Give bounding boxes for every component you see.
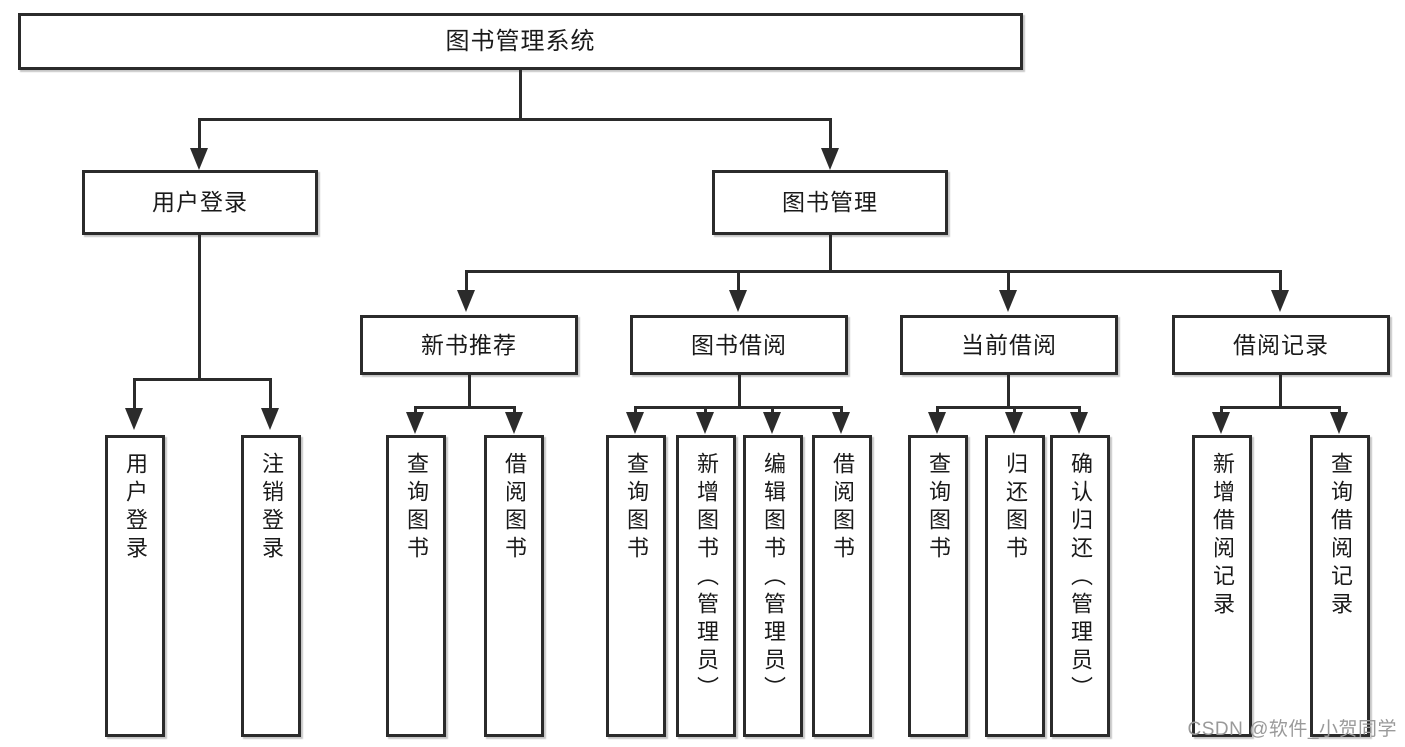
leaf-return-book[interactable]: 归还图书 xyxy=(985,435,1045,737)
leaf-query-book-borrow[interactable]: 查询图书 xyxy=(606,435,666,737)
node-label: 图书管理 xyxy=(782,189,878,216)
arrowhead-leaf-query-record xyxy=(1330,412,1348,434)
arrowhead-book-manage xyxy=(821,148,839,170)
arrowhead-leaf-edit-book xyxy=(763,412,781,434)
arrowhead-leaf-borrow-book-b xyxy=(832,412,850,434)
node-label: 借阅图书 xyxy=(830,452,855,564)
arrowhead-leaf-borrow-book-a xyxy=(505,412,523,434)
connector-user-login-stem xyxy=(198,235,201,380)
connector-book-borrow-stem xyxy=(738,375,741,408)
leaf-borrow-book-recommend[interactable]: 借阅图书 xyxy=(484,435,544,737)
leaf-add-book-admin[interactable]: 新增图书（管理员） xyxy=(676,435,736,737)
connector-new-book-rec-stem xyxy=(468,375,471,408)
node-label: 新增图书（管理员） xyxy=(694,452,719,704)
connector-book-manage-stem xyxy=(829,235,832,272)
node-label: 注销登录 xyxy=(259,452,284,564)
leaf-query-book-recommend[interactable]: 查询图书 xyxy=(386,435,446,737)
arrowhead-user-login xyxy=(190,148,208,170)
node-book-borrow[interactable]: 图书借阅 xyxy=(630,315,848,375)
connector-drop-leaf-user-login xyxy=(133,378,136,410)
node-label: 查询借阅记录 xyxy=(1328,452,1353,620)
node-label: 用户登录 xyxy=(123,452,148,564)
arrowhead-leaf-query-book-b xyxy=(626,412,644,434)
arrowhead-leaf-query-book-c xyxy=(928,412,946,434)
arrowhead-leaf-user-login xyxy=(125,408,143,430)
node-root-system[interactable]: 图书管理系统 xyxy=(18,13,1023,70)
connector-drop-leaf-logout xyxy=(269,378,272,410)
connector-drop-book-manage xyxy=(829,118,832,150)
connector-level2-bus xyxy=(198,118,830,121)
leaf-add-borrow-record[interactable]: 新增借阅记录 xyxy=(1192,435,1252,737)
leaf-confirm-return-admin[interactable]: 确认归还（管理员） xyxy=(1050,435,1110,737)
connector-drop-user-login xyxy=(198,118,201,150)
leaf-query-borrow-record[interactable]: 查询借阅记录 xyxy=(1310,435,1370,737)
leaf-query-book-current[interactable]: 查询图书 xyxy=(908,435,968,737)
node-label: 查询图书 xyxy=(404,452,429,564)
node-user-login[interactable]: 用户登录 xyxy=(82,170,318,235)
arrowhead-current-borrow xyxy=(999,290,1017,312)
node-label: 查询图书 xyxy=(926,452,951,564)
leaf-user-login[interactable]: 用户登录 xyxy=(105,435,165,737)
arrowhead-book-borrow xyxy=(729,290,747,312)
node-label: 编辑图书（管理员） xyxy=(761,452,786,704)
arrowhead-leaf-query-book-a xyxy=(406,412,424,434)
node-new-book-recommend[interactable]: 新书推荐 xyxy=(360,315,578,375)
arrowhead-borrow-record xyxy=(1271,290,1289,312)
connector-new-book-rec-bus xyxy=(414,406,516,409)
arrowhead-leaf-return-book xyxy=(1005,412,1023,434)
connector-borrow-record-stem xyxy=(1279,375,1282,408)
node-label: 用户登录 xyxy=(152,189,248,216)
node-label: 归还图书 xyxy=(1003,452,1028,564)
connector-drop-book-borrow xyxy=(737,270,740,292)
connector-current-borrow-bus xyxy=(936,406,1078,409)
node-label: 借阅记录 xyxy=(1233,331,1329,358)
connector-book-borrow-bus xyxy=(634,406,842,409)
leaf-edit-book-admin[interactable]: 编辑图书（管理员） xyxy=(743,435,803,737)
arrowhead-leaf-add-record xyxy=(1212,412,1230,434)
node-label: 图书借阅 xyxy=(691,331,787,358)
connector-drop-current-borrow xyxy=(1007,270,1010,292)
node-label: 当前借阅 xyxy=(961,331,1057,358)
node-label: 图书管理系统 xyxy=(445,27,596,55)
node-label: 确认归还（管理员） xyxy=(1068,452,1093,704)
node-label: 新书推荐 xyxy=(421,331,517,358)
connector-level3-bus xyxy=(465,270,1279,273)
leaf-borrow-book[interactable]: 借阅图书 xyxy=(812,435,872,737)
node-current-borrow[interactable]: 当前借阅 xyxy=(900,315,1118,375)
connector-current-borrow-stem xyxy=(1007,375,1010,408)
node-borrow-record[interactable]: 借阅记录 xyxy=(1172,315,1390,375)
arrowhead-leaf-logout xyxy=(261,408,279,430)
connector-borrow-record-bus xyxy=(1220,406,1340,409)
node-book-management[interactable]: 图书管理 xyxy=(712,170,948,235)
arrowhead-leaf-add-book xyxy=(696,412,714,434)
connector-root-stem xyxy=(519,70,522,120)
connector-drop-new-book-rec xyxy=(465,270,468,292)
node-label: 新增借阅记录 xyxy=(1210,452,1235,620)
arrowhead-new-book-rec xyxy=(457,290,475,312)
leaf-logout[interactable]: 注销登录 xyxy=(241,435,301,737)
connector-drop-borrow-record xyxy=(1279,270,1282,292)
node-label: 查询图书 xyxy=(624,452,649,564)
arrowhead-leaf-confirm-return xyxy=(1070,412,1088,434)
connector-user-login-bus xyxy=(133,378,271,381)
node-label: 借阅图书 xyxy=(502,452,527,564)
